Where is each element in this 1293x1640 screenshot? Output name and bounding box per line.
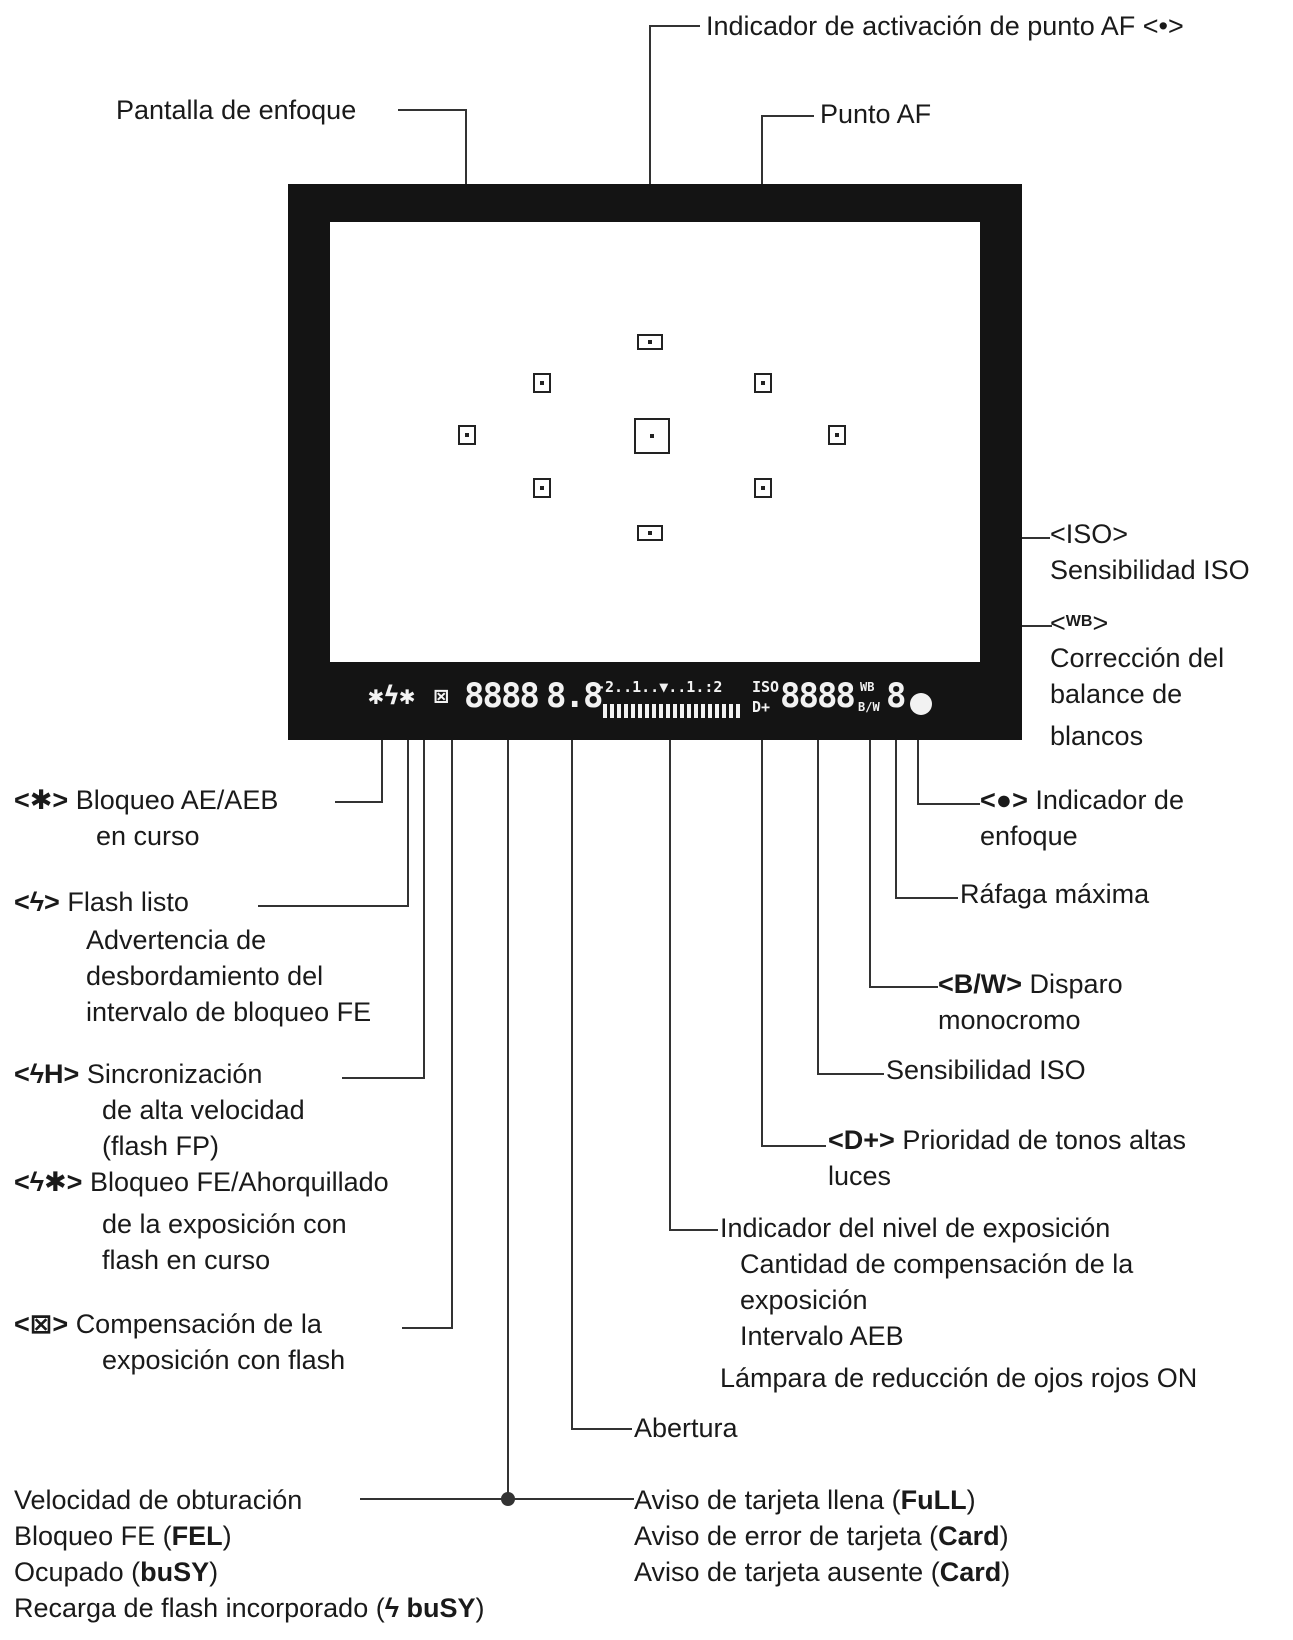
label-exposure-level-4: Intervalo AEB [740,1321,904,1351]
af-point-lower-right [754,478,772,498]
label-card-error: Aviso de error de tarjeta (Card) [634,1521,1009,1551]
label-fe-lock-feb-3: flash en curso [102,1245,271,1275]
lcd-flash-comp-icon: ⊠ [434,682,449,710]
label-hss-2: de alta velocidad [102,1095,305,1125]
lcd-max-burst: 8 [886,676,907,716]
hss-flash-icon: <ϟH> [14,1059,80,1089]
label-aperture: Abertura [634,1413,738,1443]
leader-monochrome [869,740,938,988]
label-exposure-level-3: exposición [740,1285,868,1315]
label-fe-warning-1: Advertencia de [86,925,267,955]
label-hss-3: (flash FP) [102,1131,220,1161]
label-fe-warning-3: intervalo de bloqueo FE [86,997,372,1027]
leader-flash-comp [402,740,453,1329]
label-monochrome-2: monocromo [938,1005,1081,1035]
junction-dot [501,1492,515,1506]
label-af-point-activation: Indicador de activación de punto AF <•> [706,11,1184,41]
focus-confirmation-icon [910,693,932,715]
label-fe-lock-fel: Bloqueo FE (FEL) [14,1521,232,1551]
lcd-aperture: 8.8 [546,676,603,716]
af-point-lower-left [533,478,551,498]
label-highlight-tone: <D+> Prioridad de tonos altas [828,1125,1186,1155]
focusing-screen [330,222,980,662]
af-point-upper-left [533,373,551,393]
label-iso-sensitivity-bottom: Sensibilidad ISO [886,1055,1086,1085]
wb-correction-icon: WB [1065,613,1093,630]
label-no-card: Aviso de tarjeta ausente (Card) [634,1557,1011,1587]
label-iso-symbol: <ISO> [1050,519,1129,549]
label-iso-sensitivity-top: Sensibilidad ISO [1050,555,1250,585]
label-fe-lock-feb: <ϟ✱> Bloqueo FE/Ahorquillado [14,1167,389,1197]
label-flash-comp: <⊠> Compensación de la [14,1309,322,1339]
label-fe-warning-2: desbordamiento del [86,961,324,991]
leader-aperture [571,740,632,1430]
label-hss: <ϟH> Sincronización [14,1059,263,1089]
af-point-top [637,334,663,350]
leader-iso-bottom [817,740,884,1075]
leader-shutter [360,740,509,1500]
label-fe-lock-feb-2: de la exposición con [102,1209,347,1239]
leader-ae-lock [335,740,383,803]
label-wb-correction-1: Corrección del [1050,643,1225,673]
label-red-eye: Lámpara de reducción de ojos rojos ON [720,1363,1198,1393]
fe-lock-icon: <ϟ✱> [14,1167,83,1197]
monochrome-icon: <B/W> [938,969,1023,999]
leader-d-plus [761,740,826,1147]
label-exposure-level-2: Cantidad de compensación de la [740,1249,1134,1279]
lcd-exposure-level-bar [603,704,743,718]
af-point-upper-right [754,373,772,393]
label-focusing-screen: Pantalla de enfoque [116,95,357,125]
label-monochrome: <B/W> Disparo [938,969,1123,999]
af-point-right [828,425,846,445]
label-focus-confirm: <●> Indicador de [980,785,1184,815]
label-highlight-tone-2: luces [828,1161,892,1191]
leader-flash-ready [258,740,409,907]
lcd-d-plus-mark: D+ [752,698,771,716]
label-flash-ready: <ϟ> Flash listo [14,887,189,917]
lcd-exposure-scale: -2..1..▼..1.:2 [596,678,723,696]
lcd-bw-mark: B/W [858,700,880,714]
af-point-bottom [637,525,663,541]
leader-burst [895,740,958,899]
label-max-burst: Ráfaga máxima [960,879,1150,909]
label-flash-recharge: Recarga de flash incorporado (ϟ buSY) [14,1593,485,1623]
label-focus-confirm-2: enfoque [980,821,1078,851]
af-point-left [458,425,476,445]
label-flash-comp-2: exposición con flash [102,1345,346,1375]
label-ae-lock: <✱> Bloqueo AE/AEB [14,785,279,815]
ae-lock-icon: <✱> [14,785,69,815]
flash-ready-icon: <ϟ> [14,887,60,917]
leader-hss [342,740,425,1079]
viewfinder-frame: ✱ϟ✱ ⊠ 8888 8.8 -2..1..▼..1.:2 ISO D+ 888… [288,184,1022,740]
label-card-full: Aviso de tarjeta llena (FuLL) [634,1485,976,1515]
leader-focus-confirm [917,712,980,805]
label-wb-correction-3: blancos [1050,721,1144,751]
af-point-center [634,418,670,454]
label-ae-lock-2: en curso [96,821,200,851]
flash-comp-icon: <⊠> [14,1309,69,1339]
lcd-ae-flash-icons: ✱ϟ✱ [368,681,415,711]
leader-exposure [669,740,718,1231]
label-busy: Ocupado (buSY) [14,1557,219,1587]
lcd-iso-value: 8888 [780,676,856,716]
label-wb-symbol: <WB> [1050,608,1109,638]
label-exposure-level-1: Indicador del nivel de exposición [720,1213,1111,1243]
label-af-point: Punto AF [820,99,932,129]
lcd-shutter-speed: 8888 [464,676,540,716]
label-wb-correction-2: balance de [1050,679,1183,709]
lcd-iso-mark: ISO [752,678,780,696]
label-shutter-speed: Velocidad de obturación [14,1485,303,1515]
highlight-tone-icon: <D+> [828,1125,895,1155]
focus-confirm-icon: <●> [980,785,1028,815]
lcd-wb-mark: WB [860,680,875,694]
